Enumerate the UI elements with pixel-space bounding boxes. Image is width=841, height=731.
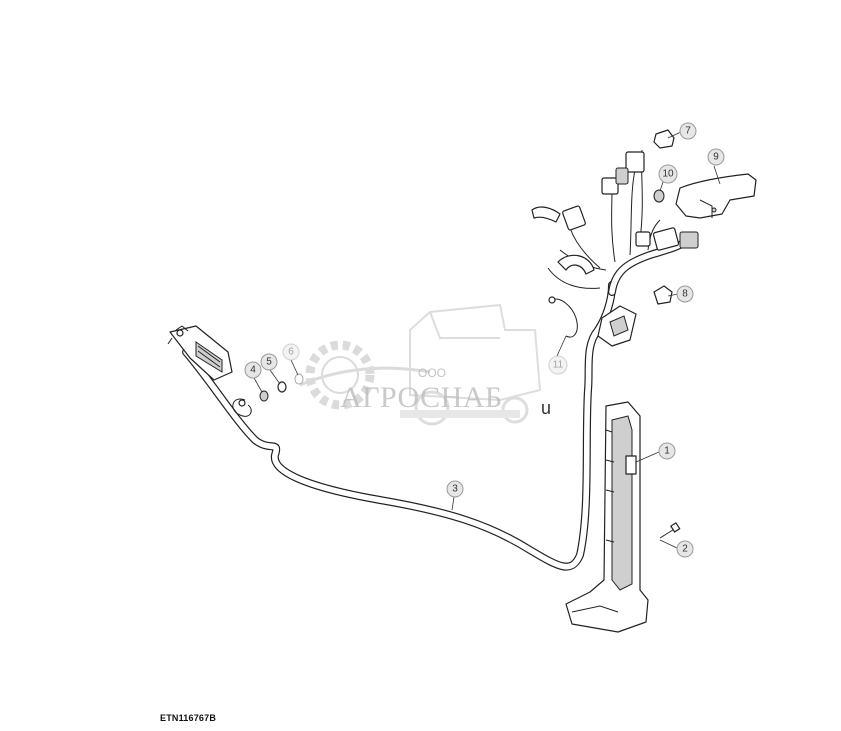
svg-text:8: 8 [682, 289, 688, 300]
svg-text:3: 3 [452, 484, 458, 495]
watermark-tail: u [541, 398, 552, 418]
callout-3: 3 [446, 480, 464, 498]
figure-id: ETN116767B [160, 713, 217, 723]
small-clips [653, 129, 675, 305]
loop-clamp [548, 296, 578, 338]
callout-2: 2 [676, 540, 694, 558]
svg-text:9: 9 [713, 152, 719, 163]
watermark-logo [299, 303, 542, 426]
svg-text:7: 7 [685, 126, 691, 137]
svg-text:11: 11 [553, 360, 564, 371]
left-connector-block [167, 325, 233, 381]
callout-7: 7 [679, 122, 697, 140]
svg-text:1: 1 [664, 446, 670, 457]
watermark-prefix: ООО [418, 366, 447, 380]
svg-text:5: 5 [266, 357, 272, 368]
vertical-bracket [565, 401, 649, 633]
svg-text:2: 2 [682, 544, 688, 555]
callout-1: 1 [658, 442, 676, 460]
wiring-harness-cable [182, 281, 616, 571]
cover-plate [675, 173, 757, 219]
callout-8: 8 [676, 285, 694, 303]
small-hardware [259, 373, 304, 402]
leader-lines [253, 131, 721, 549]
svg-text:6: 6 [288, 347, 294, 358]
upper-harness-assembly [531, 149, 699, 347]
callout-10: 10 [658, 164, 678, 184]
callout-5: 5 [260, 353, 278, 371]
callout-4: 4 [244, 361, 262, 379]
callout-6: 6 [282, 343, 300, 361]
callout-9: 9 [707, 148, 725, 166]
bolt [659, 522, 681, 539]
svg-text:10: 10 [662, 169, 674, 180]
svg-text:4: 4 [250, 365, 256, 376]
callout-11: 11 [548, 355, 568, 375]
watermark-company-name: АГРОСНАБ [340, 381, 503, 414]
